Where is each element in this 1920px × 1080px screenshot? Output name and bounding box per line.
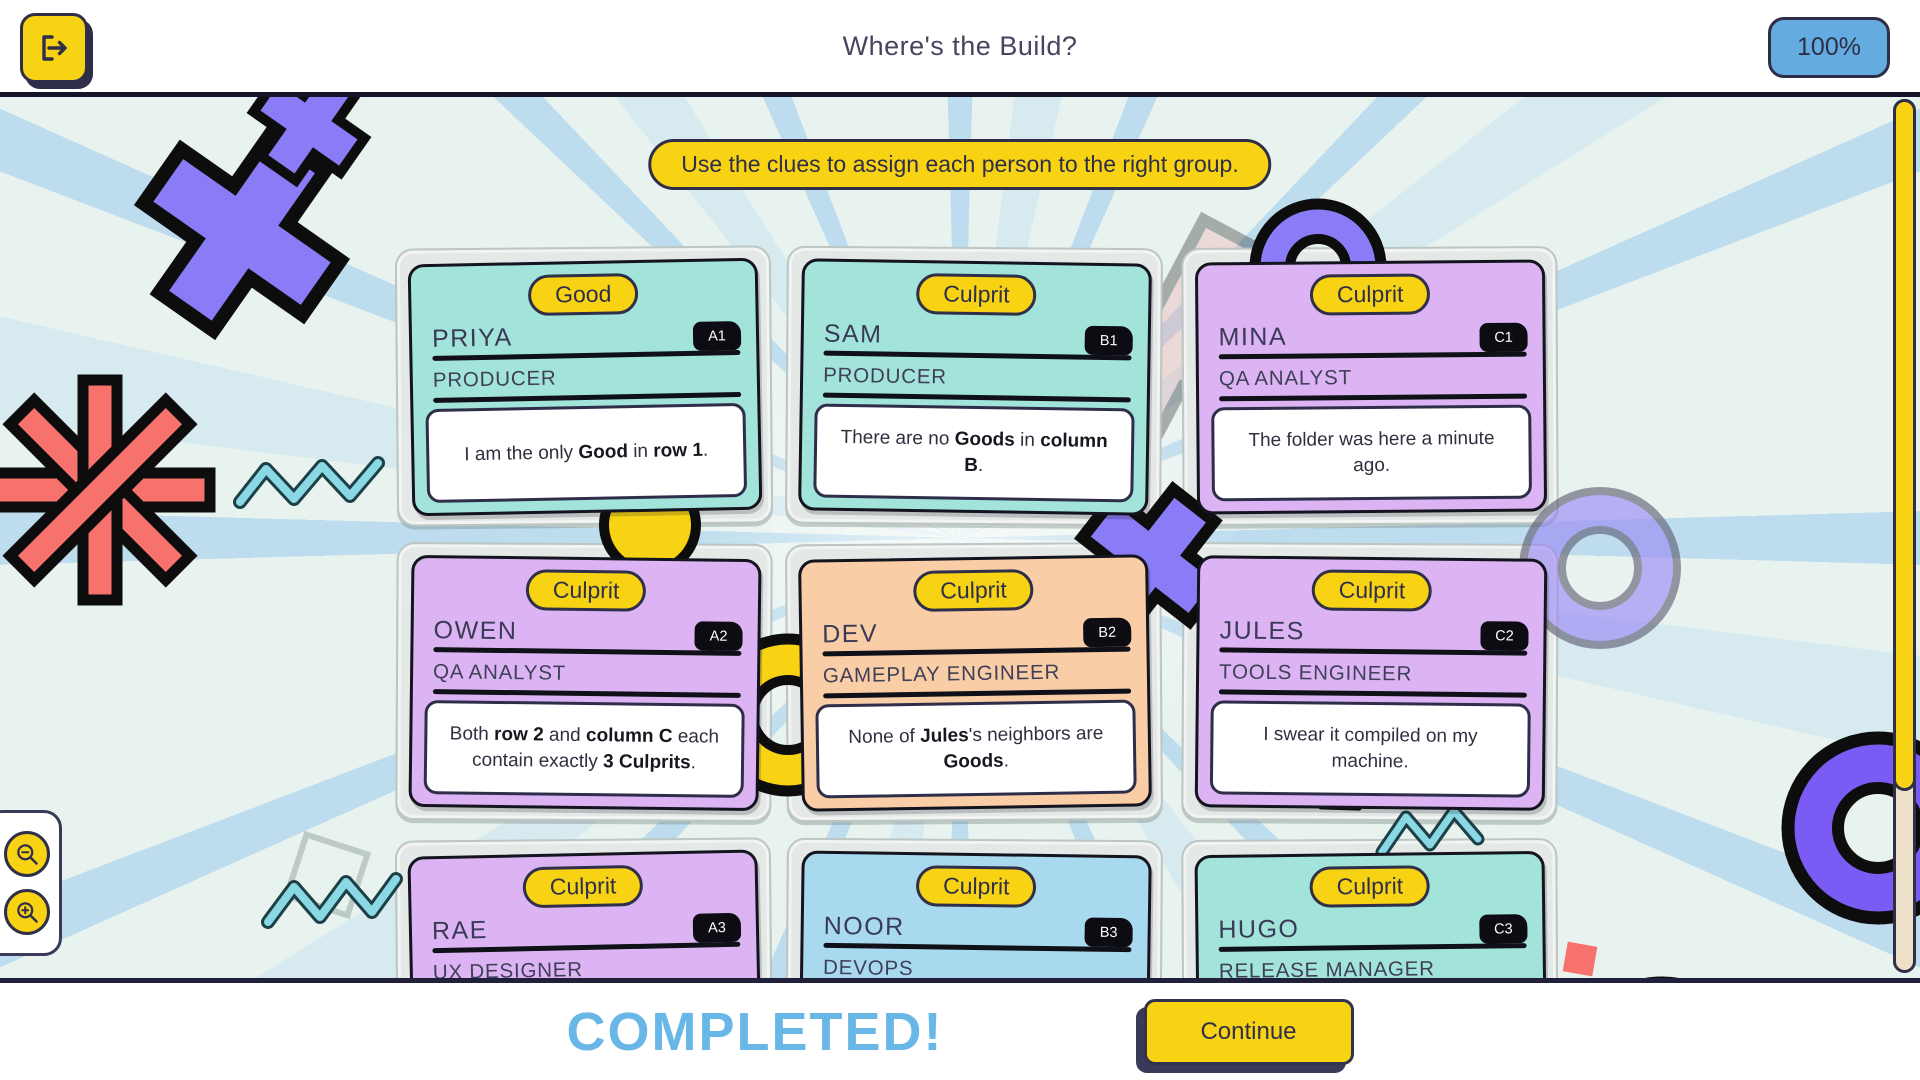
person-role: QA ANALYST bbox=[1218, 366, 1352, 391]
role-divider bbox=[1219, 393, 1528, 402]
zoom-level-badge: 100% bbox=[1768, 17, 1890, 78]
clue-text: I am the only Good in row 1. bbox=[464, 439, 709, 466]
clue-box: I swear it compiled on my machine. bbox=[1209, 700, 1531, 798]
decorative-shapes bbox=[0, 97, 1920, 978]
vivid-purple-ring-shape bbox=[1781, 731, 1920, 925]
role-divider bbox=[823, 688, 1132, 699]
group-label-pill[interactable]: Culprit bbox=[522, 864, 644, 909]
clue-box: There are no Goods in column B. bbox=[813, 403, 1135, 503]
continue-button[interactable]: Continue bbox=[1143, 998, 1354, 1065]
clue-text: Both row 2 and column C each contain exa… bbox=[449, 723, 720, 774]
zoom-controls-panel bbox=[0, 810, 62, 956]
person-card[interactable]: Good PRIYA A1 PRODUCER I am the only Goo… bbox=[407, 257, 763, 517]
page-title: Where's the Build? bbox=[842, 30, 1078, 61]
name-divider bbox=[433, 647, 742, 656]
logout-icon bbox=[42, 35, 67, 61]
teal-zigzag-shape bbox=[233, 456, 385, 509]
cell-tag: A3 bbox=[692, 912, 742, 943]
person-name: MINA bbox=[1218, 322, 1288, 352]
person-name: JULES bbox=[1219, 616, 1305, 646]
person-card[interactable]: Culprit DEV B2 GAMEPLAY ENGINEER None of… bbox=[798, 554, 1152, 812]
person-role: QA ANALYST bbox=[432, 660, 567, 685]
clue-text: I swear it compiled on my machine. bbox=[1263, 724, 1478, 773]
clue-box: The folder was here a minute ago. bbox=[1211, 404, 1532, 502]
teal-zigzag-shape bbox=[261, 872, 403, 929]
group-label-pill[interactable]: Culprit bbox=[1311, 569, 1433, 612]
top-bar: Where's the Build? 100% bbox=[0, 0, 1920, 97]
role-divider bbox=[433, 392, 742, 403]
magnifier-plus-icon bbox=[17, 902, 38, 923]
group-label-pill[interactable]: Culprit bbox=[525, 569, 647, 612]
person-name: RAE bbox=[431, 916, 489, 946]
person-card[interactable]: Culprit NOOR B3 DEVOPS bbox=[798, 850, 1152, 978]
role-divider bbox=[822, 392, 1131, 403]
person-role: GAMEPLAY ENGINEER bbox=[822, 660, 1061, 688]
clue-text: There are no Goods in column B. bbox=[840, 427, 1108, 477]
person-role: DEVOPS bbox=[822, 955, 914, 978]
person-name: SAM bbox=[823, 319, 883, 349]
name-divider bbox=[823, 350, 1132, 361]
person-role: PRODUCER bbox=[822, 363, 948, 389]
zoom-out-button[interactable] bbox=[4, 831, 50, 877]
clue-box: None of Jules's neighbors are Goods. bbox=[815, 699, 1137, 799]
group-label-pill[interactable]: Culprit bbox=[1309, 273, 1431, 316]
name-divider bbox=[1218, 351, 1527, 360]
game-board-area: Good PRIYA A1 PRODUCER I am the only Goo… bbox=[0, 97, 1920, 978]
cell-tag: A1 bbox=[692, 320, 742, 351]
red-asterisk-shape bbox=[0, 374, 216, 606]
magnifier-minus-icon bbox=[17, 844, 38, 865]
person-role: RELEASE MANAGER bbox=[1218, 957, 1435, 978]
status-text: COMPLETED! bbox=[566, 1001, 944, 1062]
group-label-pill[interactable]: Culprit bbox=[915, 273, 1038, 316]
person-name: DEV bbox=[821, 619, 879, 649]
exit-button[interactable] bbox=[20, 13, 88, 83]
cell-tag: B3 bbox=[1084, 917, 1133, 948]
teal-zigzag-shape bbox=[1375, 804, 1485, 859]
cell-tag: C1 bbox=[1479, 322, 1528, 353]
person-name: OWEN bbox=[433, 616, 518, 646]
group-label-pill[interactable]: Culprit bbox=[915, 865, 1037, 908]
purple-cross-small-shape bbox=[246, 97, 372, 188]
cell-tag: C3 bbox=[1479, 914, 1528, 944]
role-divider bbox=[432, 689, 741, 698]
cell-tag: B2 bbox=[1082, 617, 1132, 648]
person-card[interactable]: Culprit OWEN A2 QA ANALYST Both row 2 an… bbox=[408, 554, 762, 812]
clue-text: None of Jules's neighbors are Goods. bbox=[848, 723, 1104, 773]
cell-tag: B1 bbox=[1084, 325, 1133, 356]
person-role: UX DESIGNER bbox=[432, 958, 584, 978]
status-footer: COMPLETED! Continue bbox=[0, 978, 1920, 1080]
group-label-pill[interactable]: Good bbox=[527, 272, 639, 317]
cell-tag: C2 bbox=[1480, 621, 1529, 651]
person-card[interactable]: Culprit MINA C1 QA ANALYST The folder wa… bbox=[1194, 259, 1548, 515]
scrollbar-track[interactable] bbox=[1893, 99, 1916, 973]
cell-tag: A2 bbox=[694, 621, 743, 651]
person-role: PRODUCER bbox=[432, 366, 557, 392]
person-card[interactable]: Culprit HUGO C3 RELEASE MANAGER bbox=[1194, 850, 1548, 978]
red-square-shape bbox=[1562, 941, 1598, 977]
name-divider bbox=[823, 942, 1132, 953]
zoom-in-button[interactable] bbox=[4, 889, 50, 935]
person-name: NOOR bbox=[823, 911, 905, 942]
person-name: PRIYA bbox=[431, 323, 513, 353]
clue-box: I am the only Good in row 1. bbox=[425, 402, 748, 504]
person-role: TOOLS ENGINEER bbox=[1218, 660, 1413, 686]
role-divider bbox=[1218, 689, 1527, 698]
person-card[interactable]: Culprit JULES C2 TOOLS ENGINEER I swear … bbox=[1194, 555, 1548, 811]
person-name: HUGO bbox=[1218, 914, 1300, 944]
clue-text: The folder was here a minute ago. bbox=[1248, 428, 1495, 477]
clue-box: Both row 2 and column C each contain exa… bbox=[423, 700, 745, 798]
instruction-banner: Use the clues to assign each person to t… bbox=[648, 139, 1272, 190]
person-card[interactable]: Culprit RAE A3 UX DESIGNER bbox=[407, 849, 763, 978]
scrollbar-thumb[interactable] bbox=[1893, 99, 1916, 791]
group-label-pill[interactable]: Culprit bbox=[912, 569, 1035, 612]
person-card[interactable]: Culprit SAM B1 PRODUCER There are no Goo… bbox=[798, 258, 1152, 516]
group-label-pill[interactable]: Culprit bbox=[1309, 865, 1431, 908]
name-divider bbox=[1218, 943, 1527, 952]
name-divider bbox=[1219, 647, 1528, 656]
